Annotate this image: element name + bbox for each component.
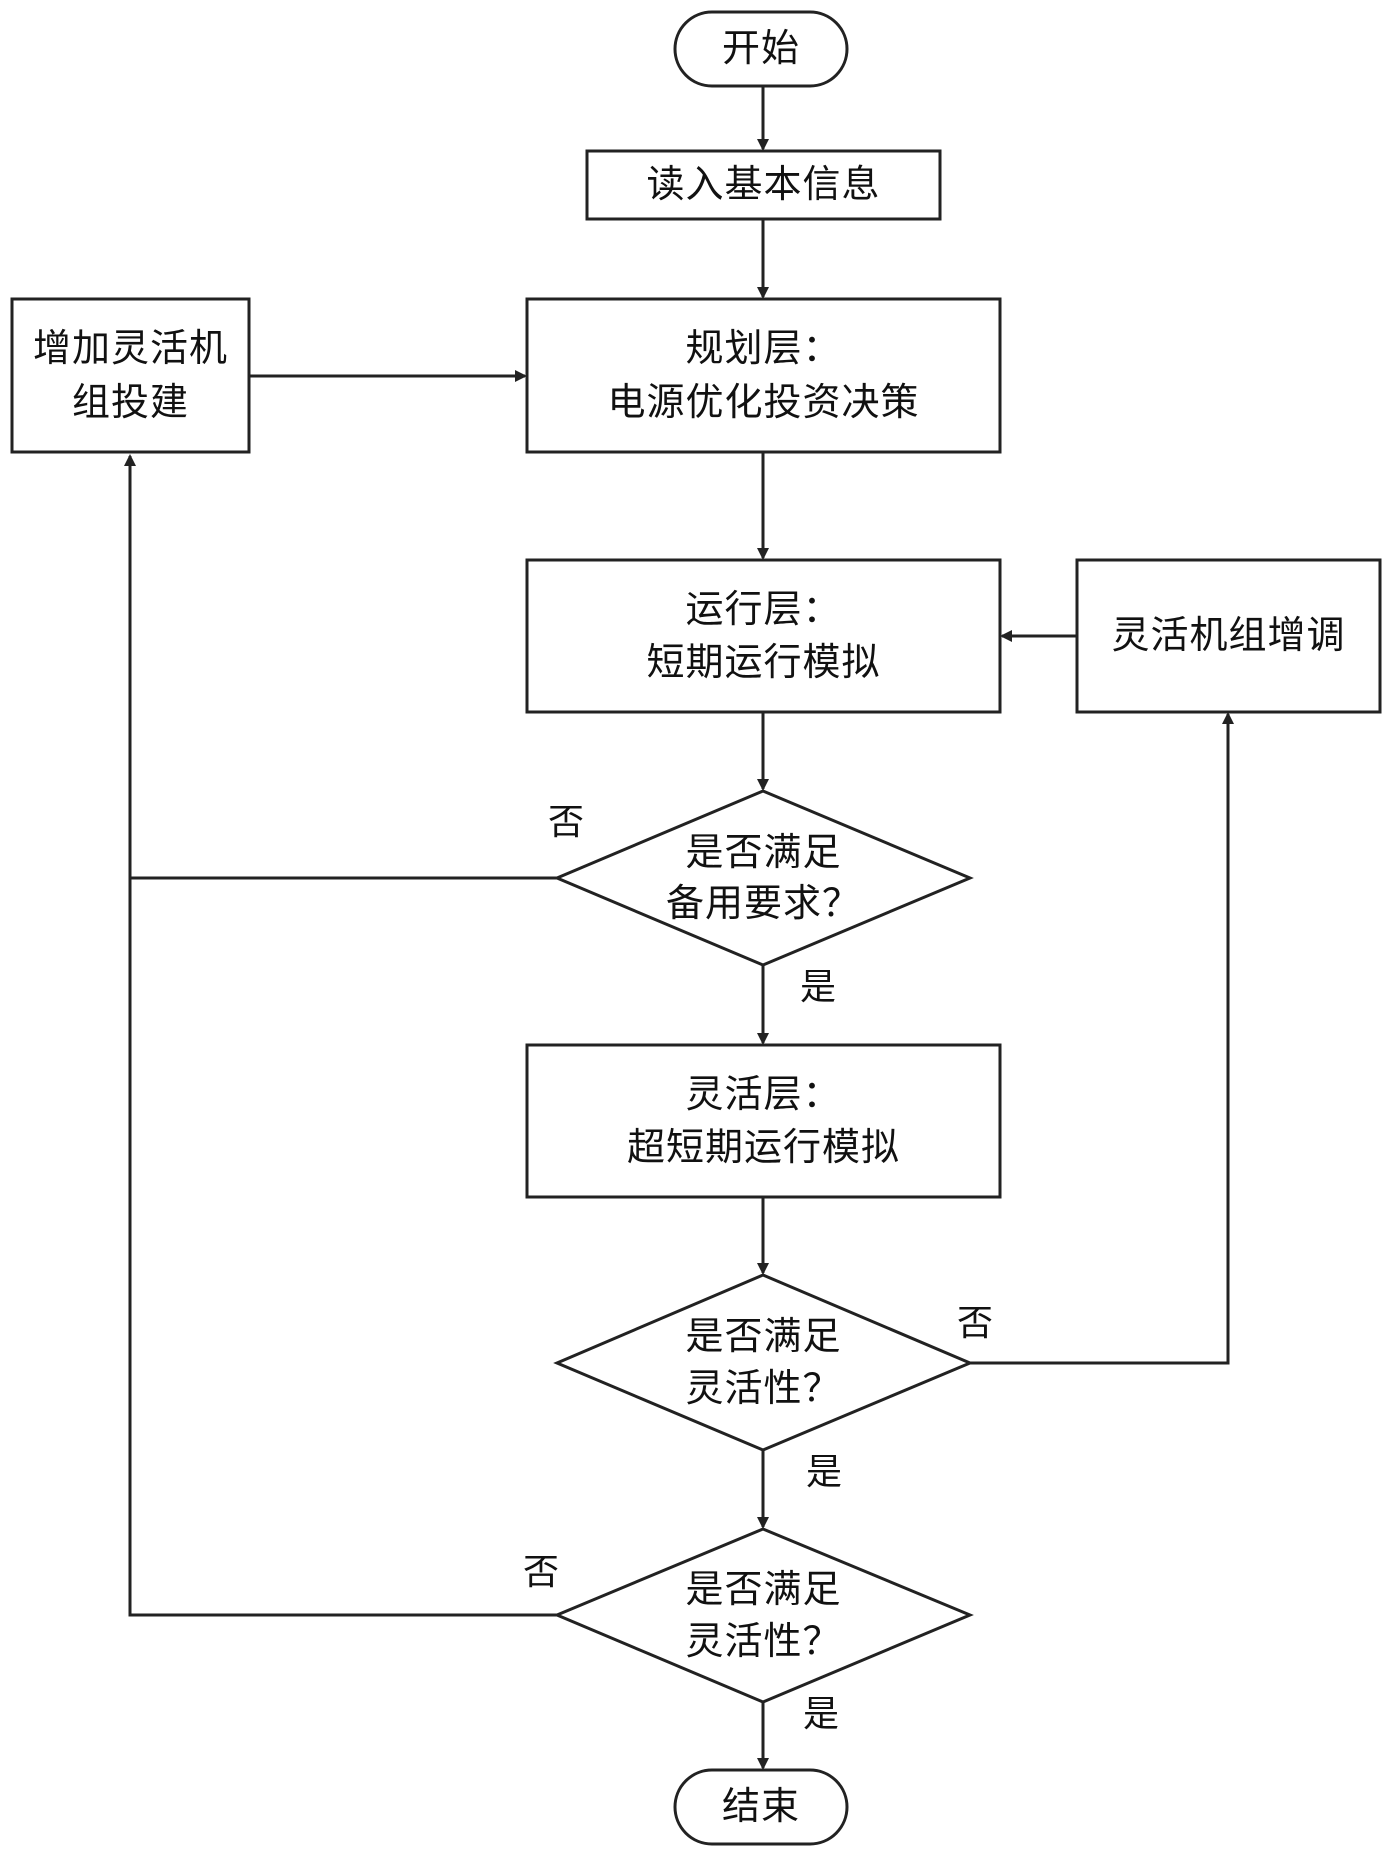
end-terminal: 结束	[675, 1770, 847, 1844]
start-terminal: 开始	[675, 12, 847, 86]
flex-decision-2-line-2: 灵活性？	[685, 1618, 842, 1663]
operation-title: 运行层：	[685, 586, 842, 631]
edge-flex2-no-loop	[124, 454, 557, 1617]
flex-decision-2-line-1: 是否满足	[685, 1567, 842, 1612]
flex2-yes-label: 是	[803, 1694, 840, 1735]
adjust-unit-label: 灵活机组增调	[1111, 613, 1346, 658]
flex-layer-desc: 超短期运行模拟	[626, 1125, 900, 1169]
planning-desc: 电源优化投资决策	[607, 379, 920, 424]
edge-flex1-no-loop	[970, 712, 1234, 1365]
end-label: 结束	[721, 1784, 800, 1829]
add-unit-line-2: 组投建	[71, 379, 189, 424]
read-info-step: 读入基本信息	[587, 151, 940, 219]
flex1-yes-label: 是	[806, 1452, 843, 1493]
adjust-unit-step: 灵活机组增调	[1077, 560, 1380, 712]
flex2-no-label: 否	[523, 1552, 560, 1593]
flex-decision-1-line-2: 灵活性？	[685, 1365, 842, 1410]
flex-decision-2: 是否满足 灵活性？	[557, 1529, 970, 1702]
start-terminal-shape	[673, 10, 849, 88]
reserve-yes-label: 是	[800, 967, 837, 1008]
end-terminal-shape	[673, 1768, 849, 1846]
flex-decision-1-line-1: 是否满足	[685, 1314, 842, 1359]
reserve-decision-line-2: 备用要求？	[665, 881, 861, 925]
flex1-no-label: 否	[957, 1303, 994, 1344]
reserve-no-label: 否	[548, 802, 585, 843]
reserve-decision-line-1: 是否满足	[685, 829, 842, 874]
planning-layer-step: 规划层： 电源优化投资决策	[527, 299, 1000, 452]
add-unit-line-1: 增加灵活机	[32, 326, 228, 371]
add-unit-step: 增加灵活机 组投建	[12, 299, 249, 452]
operation-layer-step: 运行层： 短期运行模拟	[527, 560, 1000, 712]
planning-title: 规划层：	[685, 326, 842, 371]
operation-desc: 短期运行模拟	[646, 640, 881, 684]
read-info-label: 读入基本信息	[646, 162, 881, 207]
reserve-decision: 是否满足 备用要求？	[557, 791, 970, 965]
flex-layer-step: 灵活层： 超短期运行模拟	[527, 1045, 1000, 1197]
start-label: 开始	[721, 26, 800, 71]
flex-layer-title: 灵活层：	[685, 1071, 842, 1116]
flex-decision-1: 是否满足 灵活性？	[557, 1275, 970, 1450]
